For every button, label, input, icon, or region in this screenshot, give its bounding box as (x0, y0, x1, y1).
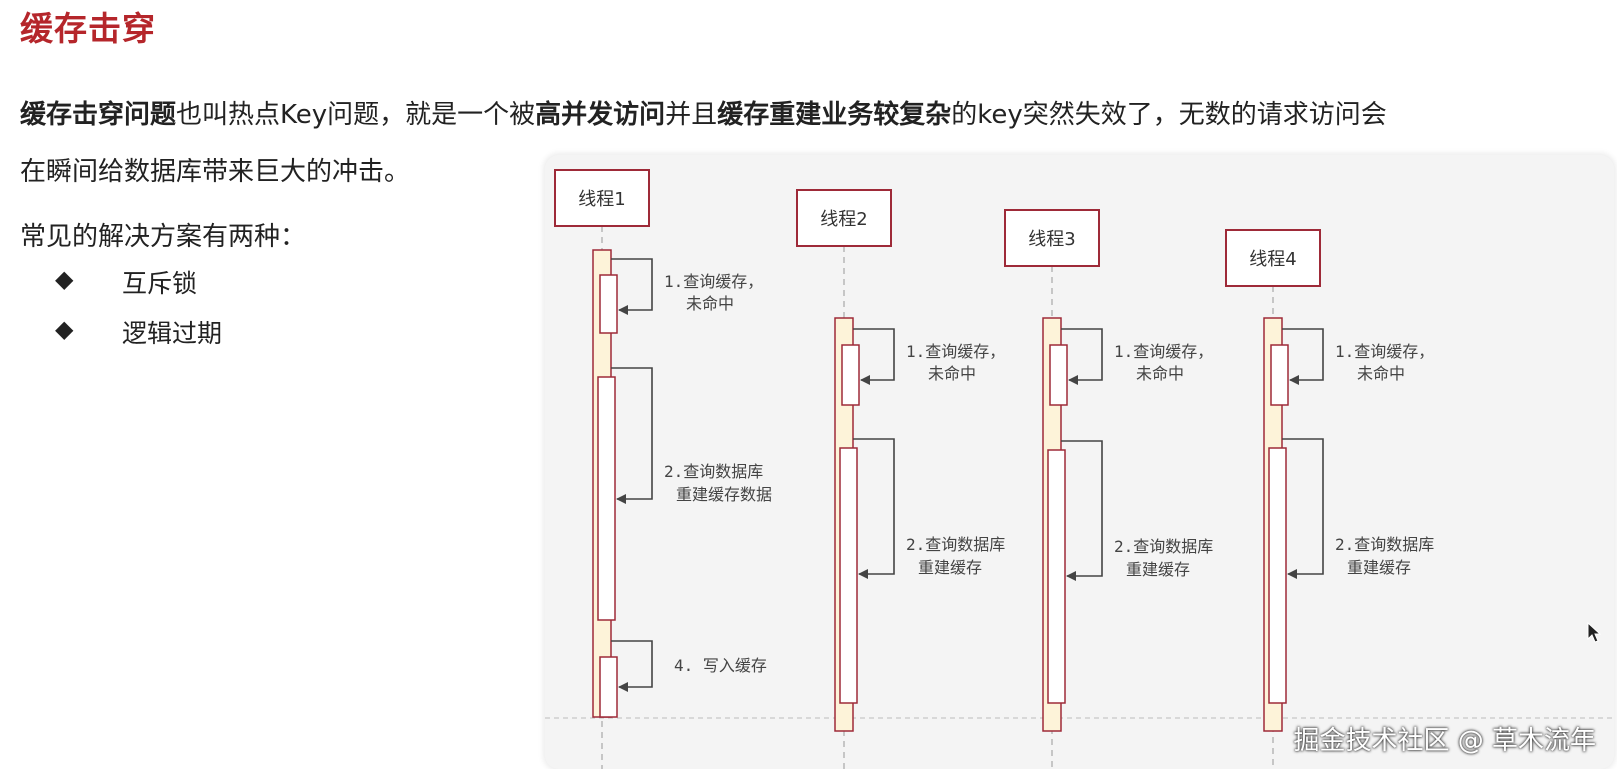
bold-term-cache-breakdown: 缓存击穿问题 (20, 100, 177, 130)
step2-label-line1-thread-1: 2.查询数据库 (664, 462, 763, 481)
step1-label-line2-thread-2: 未命中 (928, 364, 976, 383)
step1-activation-thread-1 (599, 274, 618, 334)
step1-label-line1-thread-4: 1.查询缓存， (1335, 342, 1434, 361)
self-call-arrow-step1-thread-1 (611, 258, 653, 315)
page-title: 缓存击穿 (20, 9, 156, 48)
thread-label-1: 线程1 (578, 189, 625, 210)
bold-term-complex-rebuild: 缓存重建业务较复杂 (717, 100, 952, 130)
self-call-arrow-step4-thread-1 (611, 640, 653, 692)
bullet-logical-expire: 逻辑过期 (122, 319, 223, 348)
bullet-mutex-lock: 互斥锁 (122, 269, 198, 298)
self-call-arrow-step1-thread-2 (853, 328, 895, 385)
step2-label-line2-thread-2: 重建缓存 (918, 558, 982, 577)
step2-label-line1-thread-4: 2.查询数据库 (1335, 535, 1434, 554)
bold-term-high-concurrency: 高并发访问 (535, 100, 666, 130)
thread-label-3: 线程3 (1028, 229, 1075, 250)
step1-label-line2-thread-3: 未命中 (1136, 364, 1184, 383)
solutions-heading: 常见的解决方案有两种： (20, 222, 307, 252)
step2-label-line1-thread-2: 2.查询数据库 (906, 535, 1005, 554)
desc-text-3: 的key突然失效了，无数的请求访问会 (951, 100, 1387, 130)
self-call-arrow-step1-thread-3 (1061, 328, 1103, 385)
watermark: 掘金技术社区 @ 草木流年 (1293, 726, 1596, 756)
step2-activation-thread-4 (1268, 447, 1287, 704)
step2-activation-thread-2 (839, 447, 858, 704)
step1-label-line1-thread-1: 1.查询缓存， (664, 272, 763, 291)
self-call-arrow-step2-thread-4 (1282, 438, 1324, 579)
step1-activation-thread-2 (841, 344, 860, 406)
step2-activation-thread-3 (1047, 449, 1066, 704)
step1-label-line1-thread-2: 1.查询缓存， (906, 342, 1005, 361)
desc-text-2: 并且 (665, 100, 718, 130)
step4-label-thread-1: 4. 写入缓存 (674, 656, 767, 675)
step2-label-line2-thread-1: 重建缓存数据 (676, 485, 772, 504)
diamond-bullet-icon: ◆ (55, 265, 74, 293)
step2-label-line1-thread-3: 2.查询数据库 (1114, 537, 1213, 556)
step1-label-line2-thread-4: 未命中 (1357, 364, 1405, 383)
step2-label-line2-thread-4: 重建缓存 (1347, 558, 1411, 577)
step1-activation-thread-3 (1049, 344, 1068, 406)
step4-activation-thread-1 (599, 656, 618, 718)
self-call-arrow-step2-thread-1 (611, 367, 653, 504)
desc-text-1: 也叫热点Key问题，就是一个被 (176, 100, 536, 130)
thread-box-3 (1004, 209, 1100, 267)
step2-activation-thread-1 (597, 376, 616, 621)
mouse-cursor-icon (1587, 622, 1602, 643)
diamond-bullet-icon: ◆ (55, 315, 74, 343)
thread-label-4: 线程4 (1249, 249, 1296, 270)
description-line-1: 缓存击穿问题也叫热点Key问题，就是一个被高并发访问并且缓存重建业务较复杂的ke… (20, 95, 1617, 135)
thread-label-2: 线程2 (820, 209, 867, 230)
description-line-2: 在瞬间给数据库带来巨大的冲击。 (20, 157, 411, 187)
self-call-arrow-step2-thread-2 (853, 438, 895, 579)
step1-activation-thread-4 (1270, 344, 1289, 406)
thread-box-2 (796, 189, 892, 247)
step2-label-line2-thread-3: 重建缓存 (1126, 560, 1190, 579)
thread-box-4 (1225, 229, 1321, 287)
step1-label-line1-thread-3: 1.查询缓存， (1114, 342, 1213, 361)
thread-box-1 (554, 169, 650, 227)
step1-label-line2-thread-1: 未命中 (686, 294, 734, 313)
self-call-arrow-step1-thread-4 (1282, 328, 1324, 385)
self-call-arrow-step2-thread-3 (1061, 440, 1103, 581)
